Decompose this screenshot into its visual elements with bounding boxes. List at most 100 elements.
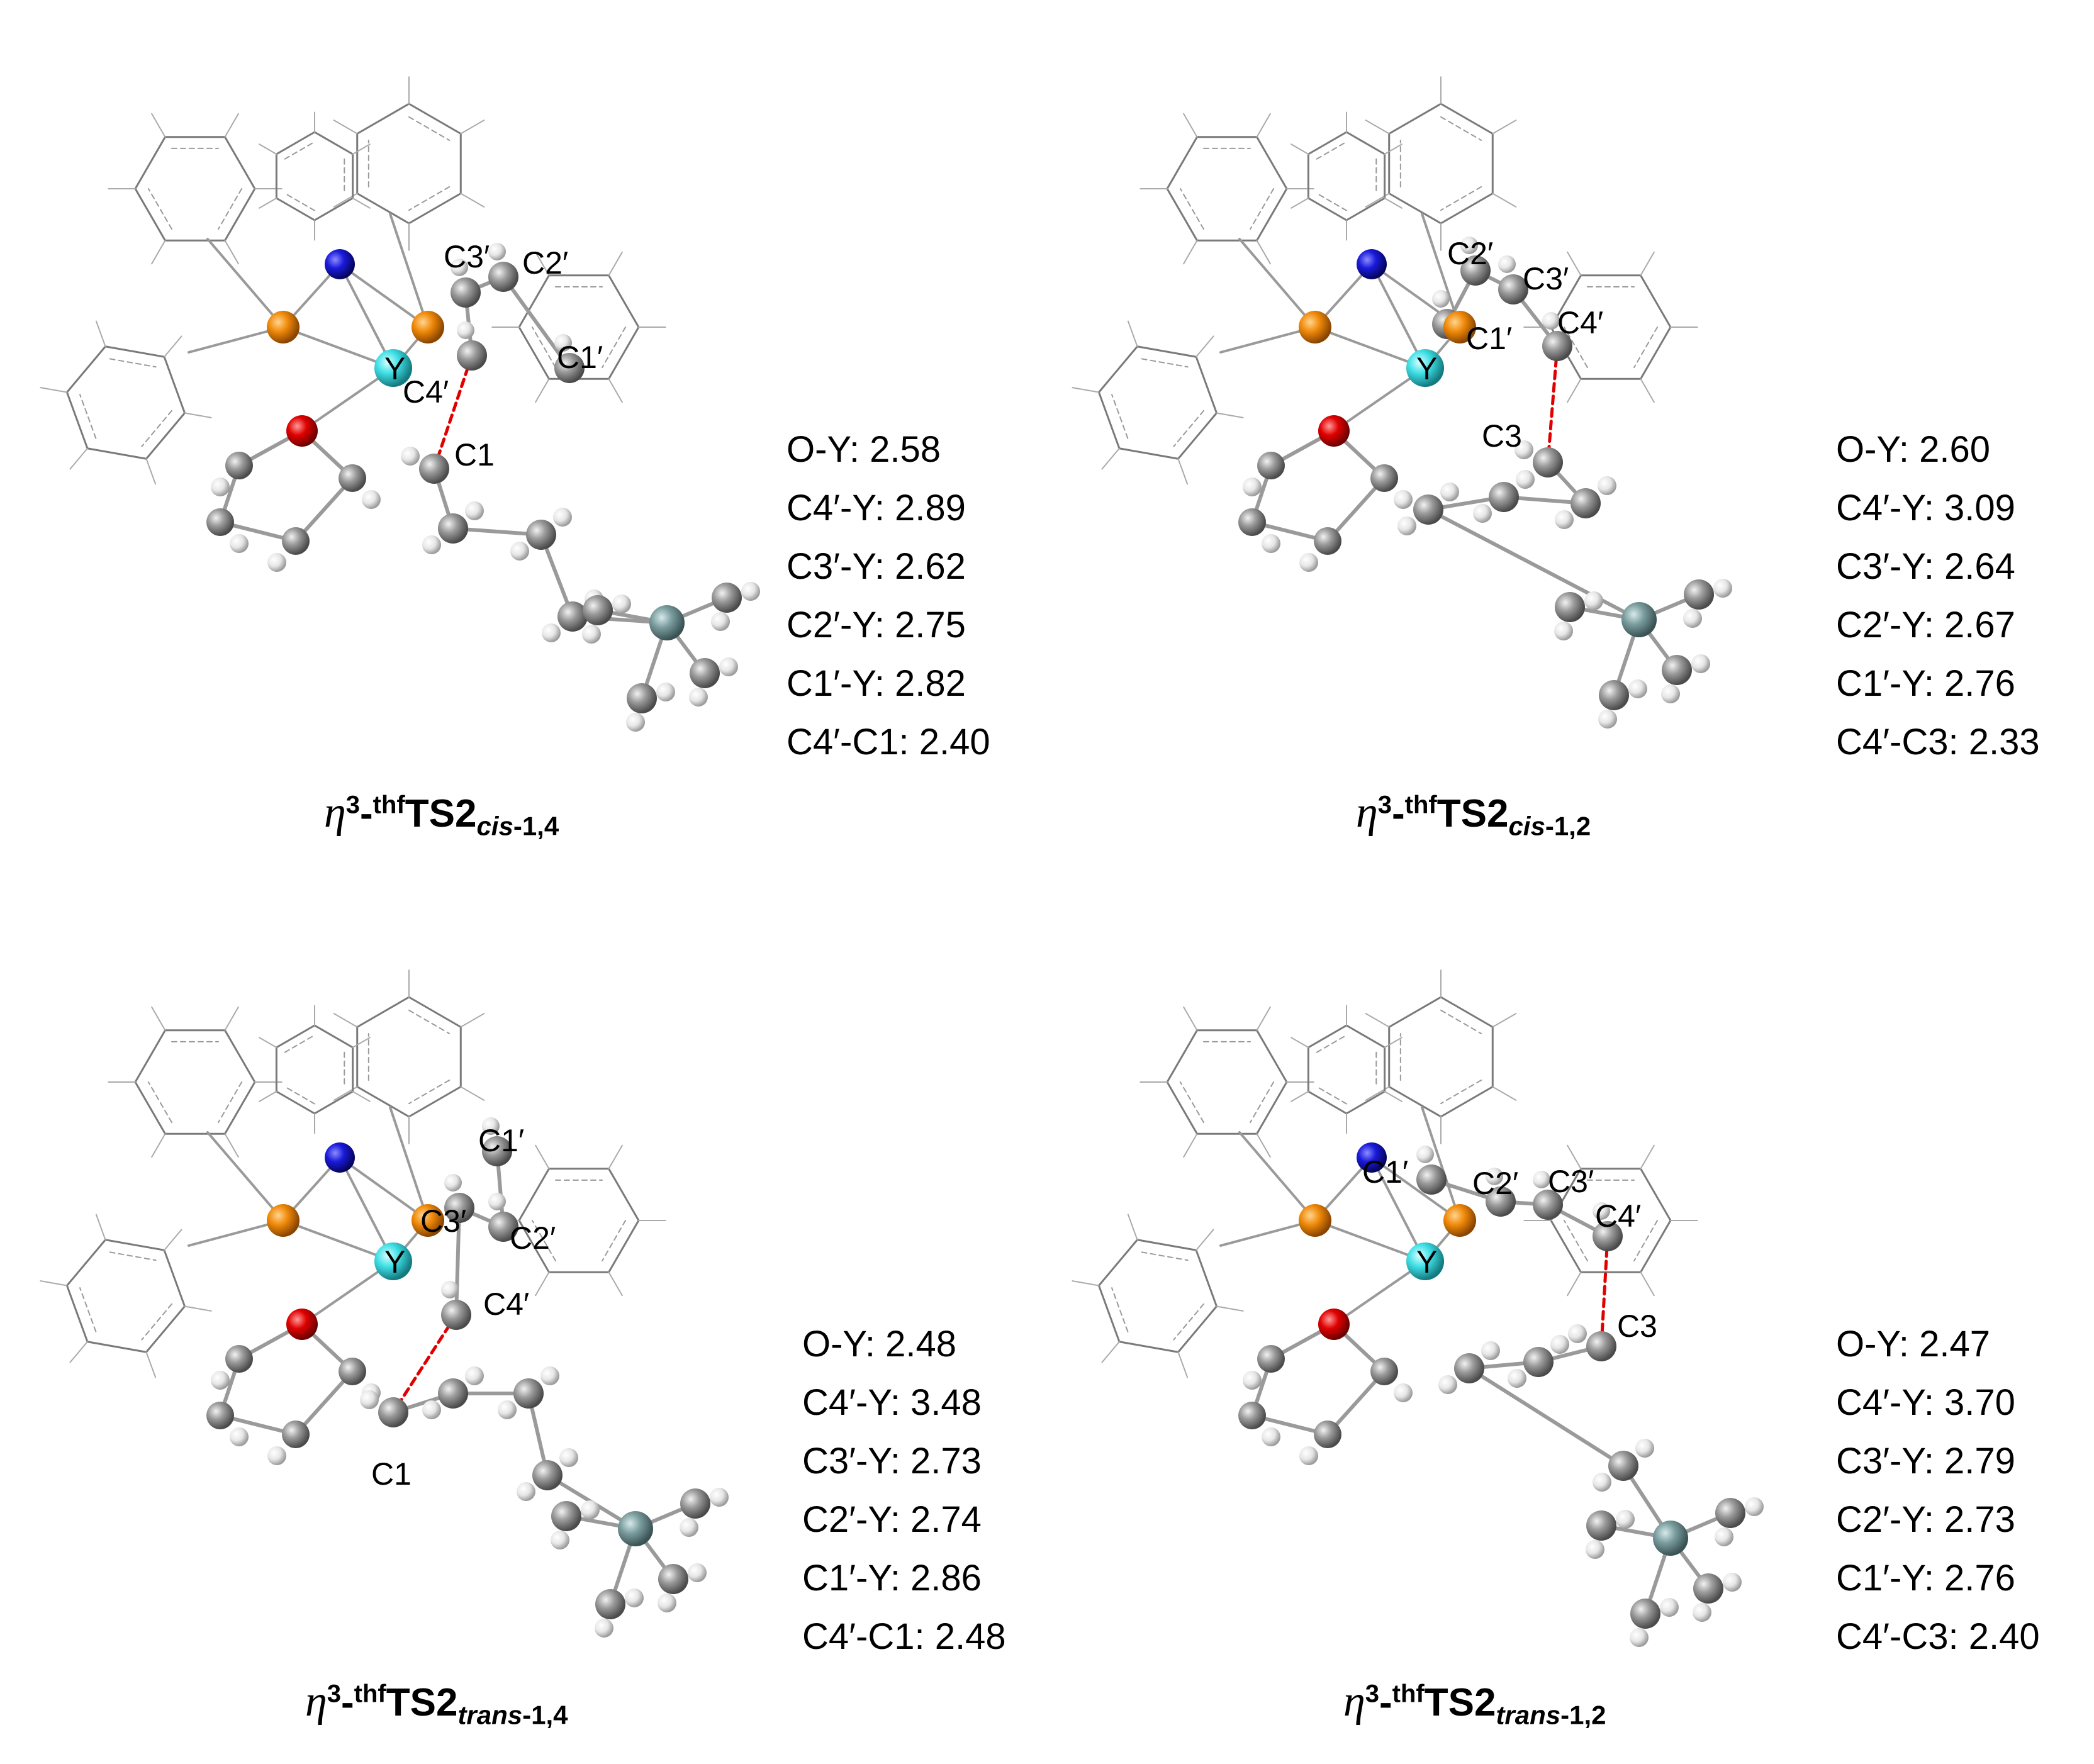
aromatic-bond	[1250, 1081, 1275, 1124]
chain-hydrogen	[1593, 1473, 1611, 1492]
diene-hydrogen	[1432, 290, 1450, 308]
atom-label-c3p: C3′	[1548, 1164, 1594, 1199]
silicon-atom	[1653, 1521, 1688, 1556]
methyl-hydrogen	[1628, 679, 1647, 698]
aromatic-bond	[147, 188, 172, 230]
c-h-bond	[333, 1086, 358, 1101]
thf-carbon	[1238, 1402, 1266, 1429]
chain-hydrogen	[559, 1448, 578, 1467]
ring-bond	[1550, 1219, 1582, 1273]
ring-bond	[86, 1341, 147, 1353]
ring-bond	[1166, 1081, 1198, 1135]
phenyl-ring	[1072, 1214, 1244, 1378]
ring-bond	[1307, 1024, 1348, 1049]
aromatic-bond	[1633, 1220, 1659, 1262]
ring-bond	[356, 193, 410, 225]
c-h-bond	[224, 1133, 239, 1158]
forming-bond	[1599, 1234, 1610, 1348]
thf-hydrogen	[230, 1427, 249, 1446]
methyl-carbon	[1662, 655, 1692, 685]
ring-bond	[356, 1086, 410, 1118]
ring-bond	[1256, 1081, 1288, 1135]
thf-carbon	[282, 1421, 310, 1448]
c-h-bond	[1365, 193, 1390, 208]
c-h-bond	[40, 387, 68, 393]
bond	[339, 263, 429, 328]
methyl-hydrogen	[1693, 1603, 1711, 1622]
c-h-bond	[1291, 1037, 1309, 1048]
ring-bond	[134, 1029, 166, 1083]
ring-bond	[1388, 996, 1442, 1028]
distance-c1p-y: C1′-Y: 2.76	[1836, 1558, 2015, 1599]
methyl-hydrogen	[1745, 1497, 1764, 1516]
bond	[294, 1370, 354, 1436]
methyl-carbon	[627, 683, 657, 713]
ring-bond	[1345, 197, 1386, 221]
atom-label-y: Y	[384, 1244, 405, 1280]
bond	[501, 275, 571, 370]
c-h-bond	[151, 240, 166, 265]
c-h-bond	[259, 198, 277, 209]
diene-hydrogen	[1460, 237, 1478, 254]
phosphorus-atom	[412, 1204, 444, 1237]
methyl-carbon	[658, 1564, 688, 1594]
diene-hydrogen	[1498, 255, 1516, 273]
chain-hydrogen	[1508, 1369, 1526, 1388]
ring-bond	[1166, 1029, 1198, 1083]
aromatic-bond	[1440, 1009, 1482, 1034]
phosphorus-atom	[267, 311, 300, 343]
c-h-bond	[608, 251, 623, 276]
diene-carbon	[1486, 1186, 1516, 1217]
distance-c4p-y: C4′-Y: 2.89	[787, 488, 966, 528]
phenyl-ring	[1139, 1006, 1314, 1158]
aromatic-bond	[1440, 116, 1482, 141]
ring-bond	[1097, 1239, 1139, 1287]
bond	[1467, 1366, 1625, 1468]
ring-bond	[313, 1024, 354, 1049]
chain-hydrogen	[465, 1366, 484, 1385]
thf-hydrogen	[1262, 1427, 1280, 1446]
c-h-bond	[224, 240, 239, 265]
ring-bond	[1345, 131, 1386, 155]
c-h-bond	[151, 113, 166, 138]
ring-bond	[224, 1081, 256, 1135]
aromatic-bond	[109, 358, 157, 368]
distance-list-trans-1-2: O-Y: 2.47 C4′-Y: 3.70 C3′-Y: 2.79 C2′-Y:…	[1836, 1315, 2040, 1666]
distance-o-y: O-Y: 2.48	[802, 1324, 957, 1365]
methyl-carbon	[1586, 1510, 1616, 1541]
methyl-hydrogen	[1598, 710, 1617, 728]
diene-hydrogen	[451, 259, 468, 276]
aromatic-bond	[284, 193, 315, 211]
c-h-bond	[1365, 1086, 1390, 1101]
chain-hydrogen	[1568, 1324, 1587, 1343]
phenyl-ring	[259, 111, 371, 241]
atom-label-c2p: C2′	[1472, 1166, 1518, 1201]
ring-bond	[408, 103, 462, 135]
diene-carbon	[1460, 255, 1491, 286]
ring-bond	[1177, 411, 1218, 460]
aromatic-bond	[408, 1080, 451, 1105]
chain-carbon	[557, 601, 588, 632]
methyl-hydrogen	[1660, 1598, 1679, 1617]
ring-bond	[1388, 103, 1442, 135]
c-h-bond	[1195, 1229, 1214, 1251]
bond	[1370, 263, 1426, 369]
methyl-hydrogen	[1683, 609, 1702, 628]
methyl-hydrogen	[1584, 591, 1603, 610]
c-h-bond	[1384, 1091, 1403, 1102]
phenyl-ring	[40, 320, 212, 485]
ring-bond	[1640, 1219, 1672, 1273]
phenyl-ring	[1523, 251, 1698, 403]
c-h-bond	[1101, 447, 1120, 470]
ring-bond	[408, 193, 462, 225]
phenyl-ring	[108, 113, 283, 265]
atom-label-y: Y	[384, 351, 405, 386]
c-h-bond	[1291, 198, 1309, 209]
ring-bond	[1177, 1305, 1218, 1353]
c-h-bond	[1384, 143, 1403, 155]
distance-forming-bond: C4′-C3: 2.33	[1836, 722, 2040, 762]
thf-hydrogen	[1243, 477, 1262, 496]
diene-carbon	[554, 353, 585, 383]
methyl-hydrogen	[656, 683, 675, 701]
thf-carbon	[1257, 452, 1285, 479]
